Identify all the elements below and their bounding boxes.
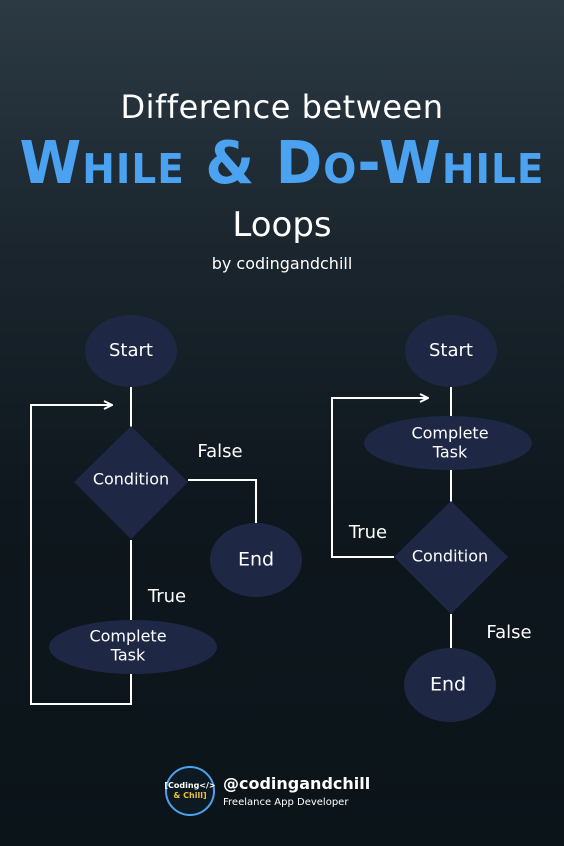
do-while-start-node: [405, 315, 497, 387]
do-while-end-label: End: [430, 674, 466, 696]
while-task-label-2: Task: [110, 646, 146, 665]
while-end-label: End: [238, 549, 274, 571]
while-condition-label: Condition: [93, 470, 169, 489]
while-false-line: [188, 479, 257, 524]
while-condition-node: [74, 426, 188, 539]
social-handle: @codingandchill: [223, 774, 371, 793]
footer-text: @codingandchill Freelance App Developer: [223, 774, 370, 808]
byline: by codingandchill: [211, 254, 353, 273]
do-while-loop-back-line: [331, 398, 428, 558]
logo-text-1: [Coding</>: [164, 781, 216, 790]
while-task-label-1: Complete: [89, 627, 166, 646]
do-while-end-node: [404, 648, 496, 722]
while-flowchart: Start Condition False End True Complete …: [30, 315, 302, 705]
do-while-task-node: [364, 416, 532, 470]
while-start-label: Start: [109, 340, 153, 361]
while-end-node: [210, 523, 302, 597]
do-while-true-label: True: [348, 522, 387, 543]
while-false-label: False: [197, 441, 242, 462]
while-task-node: [49, 620, 217, 674]
title-line-1: Difference between: [120, 88, 444, 126]
title-line-2: While & Do-While: [19, 129, 545, 198]
while-true-label: True: [147, 586, 186, 607]
title-line-3: Loops: [232, 205, 332, 245]
do-while-flowchart: Start Complete Task True Condition False…: [331, 315, 532, 722]
logo-text-2: & Chill]: [173, 791, 207, 800]
do-while-task-label-2: Task: [432, 443, 468, 462]
do-while-start-label: Start: [429, 340, 473, 361]
do-while-false-label: False: [486, 622, 531, 643]
role-text: Freelance App Developer: [223, 797, 349, 808]
brand-logo: [Coding</> & Chill]: [164, 766, 216, 816]
while-start-node: [85, 315, 177, 387]
do-while-task-label-1: Complete: [411, 424, 488, 443]
do-while-condition-label: Condition: [412, 547, 488, 566]
footer: [Coding</> & Chill] @codingandchill Free…: [164, 766, 370, 816]
do-while-condition-node: [394, 501, 508, 614]
while-loop-back-line: [30, 405, 132, 705]
